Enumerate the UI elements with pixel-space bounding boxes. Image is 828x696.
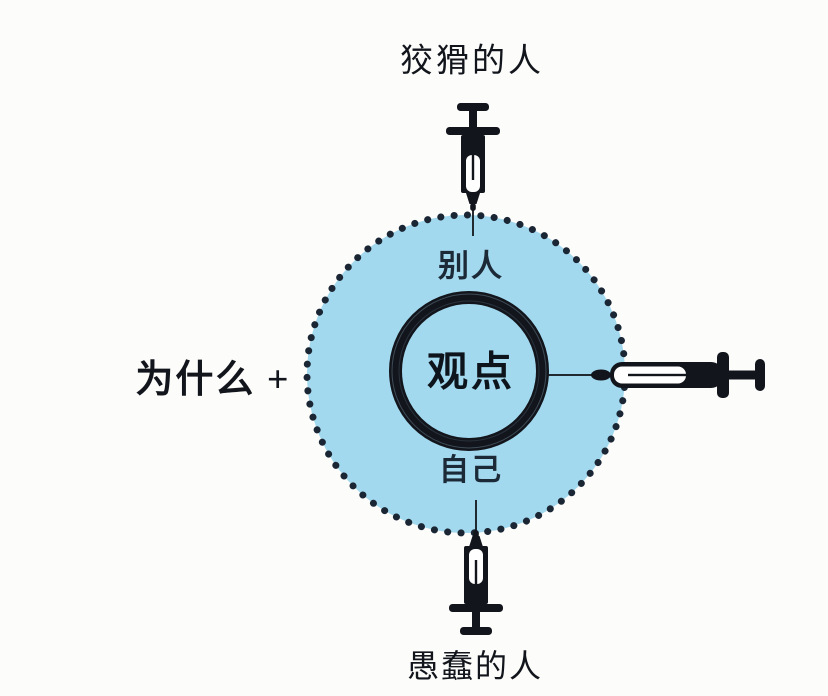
label-others: 别人 [438, 248, 504, 284]
inner-ring-stroke [389, 291, 549, 451]
label-viewpoint: 观点 [427, 348, 515, 395]
inner-ring-circle [389, 291, 549, 451]
syringe-flange [449, 604, 503, 612]
inner-ring-hairline [391, 293, 547, 449]
label-why-plus: 为什么 + [135, 359, 291, 401]
syringe-plunger-stem [472, 612, 480, 628]
syringe-bottom-icon [449, 500, 503, 635]
syringe-hub [469, 536, 483, 547]
syringe-needle [548, 374, 594, 376]
syringe-plunger-stem [469, 110, 477, 128]
syringe-plunger-rod [471, 153, 475, 180]
syringe-plunger-handle [460, 627, 492, 635]
syringe-hub [591, 369, 611, 381]
syringe-hub [466, 193, 480, 204]
syringe-plunger-stem [729, 370, 757, 380]
label-foolish-people: 愚蠢的人 [406, 648, 544, 684]
syringe-right-icon [548, 352, 765, 398]
syringe-flange [446, 127, 500, 135]
label-cunning-people: 狡猾的人 [400, 43, 544, 80]
label-self: 自己 [439, 454, 503, 487]
inner-ring-hairline [398, 300, 540, 442]
syringe-plunger-handle [457, 103, 489, 111]
syringe-needle [475, 500, 477, 533]
syringe-nub [470, 203, 476, 211]
syringe-plunger-handle [755, 359, 765, 391]
syringe-top-icon [446, 103, 500, 236]
syringe-plunger-rod [628, 373, 690, 377]
syringe-plunger-rod [474, 560, 478, 587]
syringe-needle [472, 209, 474, 236]
outer-circle-fill [307, 215, 625, 533]
syringe-flange [717, 352, 729, 398]
